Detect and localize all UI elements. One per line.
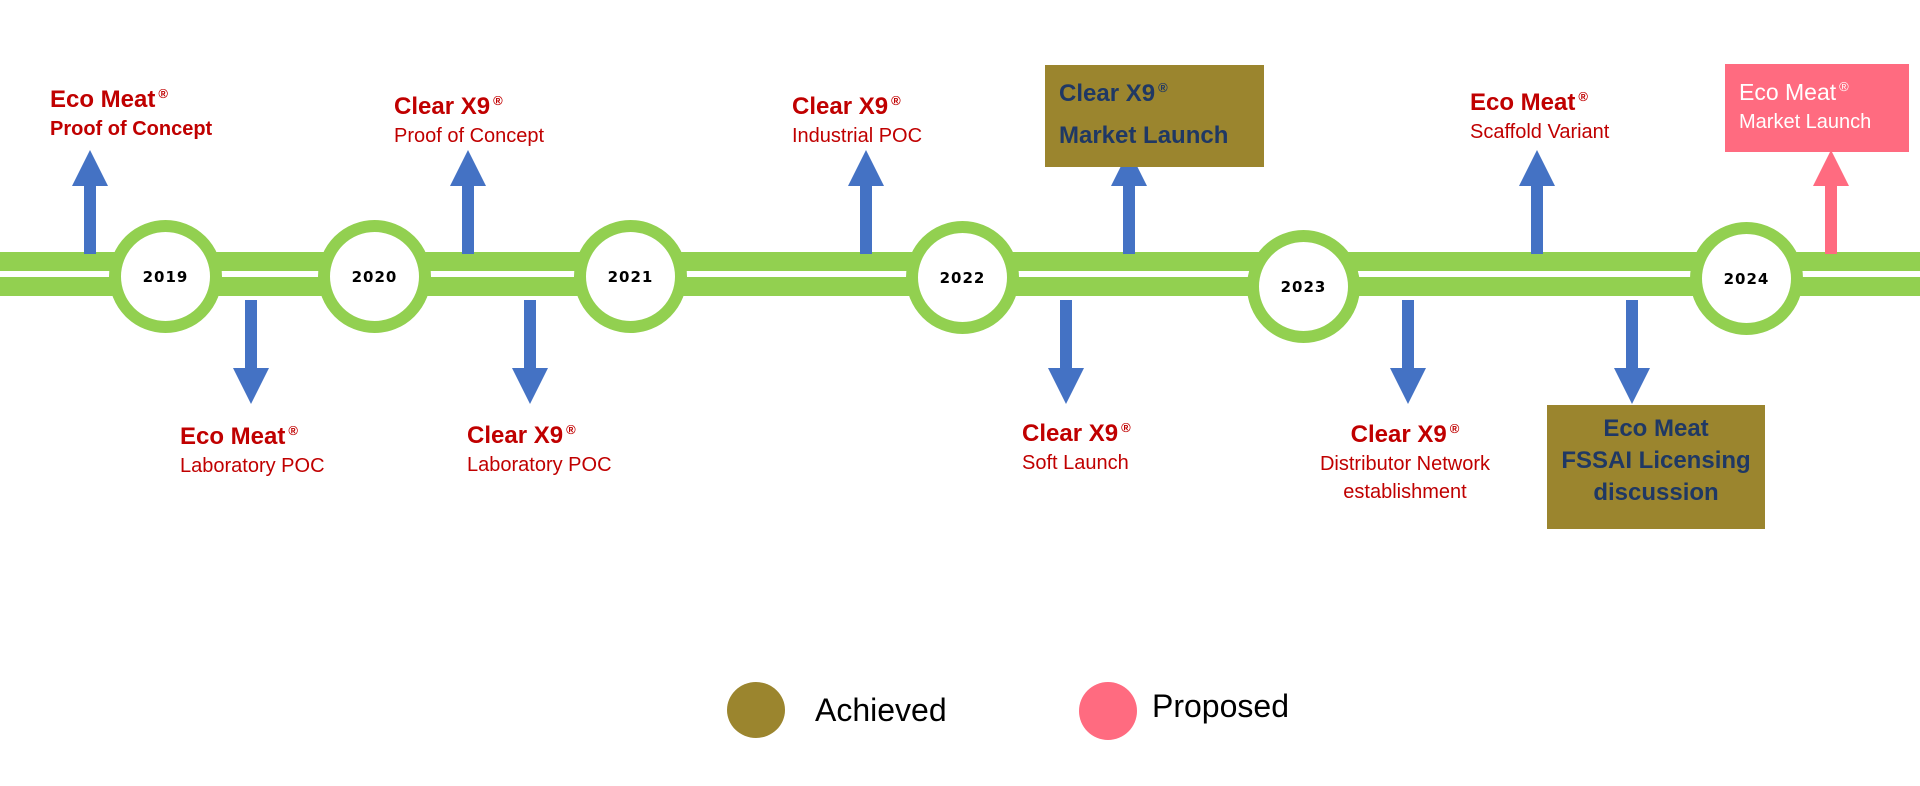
milestone-eco-meat-laboratory-poc: Eco Meat® Laboratory POC <box>180 416 325 480</box>
registered-mark: ® <box>158 86 168 101</box>
arrow-up-icon <box>1111 150 1147 254</box>
registered-mark: ® <box>288 423 298 438</box>
milestone-eco-meat-scaffold-variant: Eco Meat® Scaffold Variant <box>1470 82 1609 146</box>
milestone-subtitle: Laboratory POC <box>180 455 325 477</box>
arrow-up-icon <box>1519 150 1555 254</box>
registered-mark: ® <box>1158 80 1168 95</box>
milestone-clear-x9-laboratory-poc: Clear X9® Laboratory POC <box>467 415 612 479</box>
milestone-clear-x9-industrial-poc: Clear X9® Industrial POC <box>792 86 922 150</box>
milestone-subtitle: Laboratory POC <box>467 454 612 476</box>
year-label: 2024 <box>1723 269 1770 288</box>
year-node-2019: 2019 <box>109 220 222 333</box>
year-node-2023: 2023 <box>1247 230 1360 343</box>
milestone-title: Eco Meat <box>1739 79 1837 105</box>
arrow-down-icon <box>233 300 269 404</box>
milestone-subtitle: Market Launch <box>1059 122 1229 149</box>
milestone-title: Eco Meat <box>1603 415 1709 442</box>
milestone-title: Clear X9 <box>1059 80 1156 107</box>
arrow-up-icon <box>848 150 884 254</box>
registered-mark: ® <box>566 422 576 437</box>
year-label: 2022 <box>939 268 986 287</box>
milestone-clear-x9-market-launch: Clear X9® Market Launch <box>1045 65 1264 167</box>
milestone-subtitle: FSSAI Licensing <box>1561 447 1751 474</box>
registered-mark: ® <box>1578 89 1588 104</box>
milestone-title: Eco Meat <box>180 423 286 450</box>
arrow-down-icon <box>1614 300 1650 404</box>
registered-mark: ® <box>1449 421 1460 436</box>
milestone-subtitle: discussion <box>1593 479 1719 506</box>
milestone-eco-meat-fssai-licensing: Eco Meat FSSAI Licensing discussion <box>1547 405 1765 529</box>
registered-mark: ® <box>891 93 901 108</box>
milestone-subtitle: Proof of Concept <box>394 125 545 147</box>
milestone-title: Eco Meat <box>1470 89 1576 116</box>
milestone-subtitle: Soft Launch <box>1022 452 1129 474</box>
milestone-eco-meat-market-launch-proposed: Eco Meat® Market Launch <box>1725 64 1909 152</box>
milestone-clear-x9-proof-of-concept: Clear X9® Proof of Concept <box>394 86 544 150</box>
milestone-title: Clear X9 <box>467 422 564 449</box>
milestone-subtitle: Industrial POC <box>792 125 923 147</box>
legend-achieved-swatch <box>727 682 785 738</box>
year-node-2022: 2022 <box>906 221 1019 334</box>
registered-mark: ® <box>493 93 503 108</box>
milestone-title: Clear X9 <box>394 93 491 120</box>
arrow-up-icon <box>450 150 486 254</box>
year-node-2024: 2024 <box>1690 222 1803 335</box>
milestone-eco-meat-proof-of-concept: Eco Meat® Proof of Concept <box>50 79 212 143</box>
milestone-subtitle: Distributor Network <box>1319 453 1491 475</box>
legend-achieved-label: Achieved <box>815 692 947 728</box>
milestone-clear-x9-distributor-network: Clear X9® Distributor Network establishm… <box>1305 414 1505 506</box>
registered-mark: ® <box>1121 420 1131 435</box>
arrow-up-icon <box>72 150 108 254</box>
year-node-2020: 2020 <box>318 220 431 333</box>
arrow-down-icon <box>512 300 548 404</box>
arrow-down-icon <box>1390 300 1426 404</box>
milestone-title: Clear X9 <box>1022 420 1119 447</box>
arrow-up-proposed-icon <box>1813 150 1849 254</box>
legend-proposed-label: Proposed <box>1152 688 1289 724</box>
milestone-clear-x9-soft-launch: Clear X9® Soft Launch <box>1022 413 1131 477</box>
milestone-title: Eco Meat <box>50 86 156 113</box>
milestone-subtitle: Market Launch <box>1739 111 1872 133</box>
year-label: 2023 <box>1280 277 1327 296</box>
year-label: 2021 <box>607 267 654 286</box>
legend-proposed-swatch <box>1079 682 1137 740</box>
milestone-subtitle: Scaffold Variant <box>1470 121 1610 143</box>
arrow-down-icon <box>1048 300 1084 404</box>
milestone-title: Clear X9 <box>1350 421 1447 448</box>
registered-mark: ® <box>1839 79 1849 94</box>
year-label: 2019 <box>142 267 189 286</box>
year-node-2021: 2021 <box>574 220 687 333</box>
milestone-subtitle: establishment <box>1343 481 1467 503</box>
year-label: 2020 <box>351 267 398 286</box>
milestone-title: Clear X9 <box>792 93 889 120</box>
milestone-subtitle: Proof of Concept <box>50 118 213 140</box>
